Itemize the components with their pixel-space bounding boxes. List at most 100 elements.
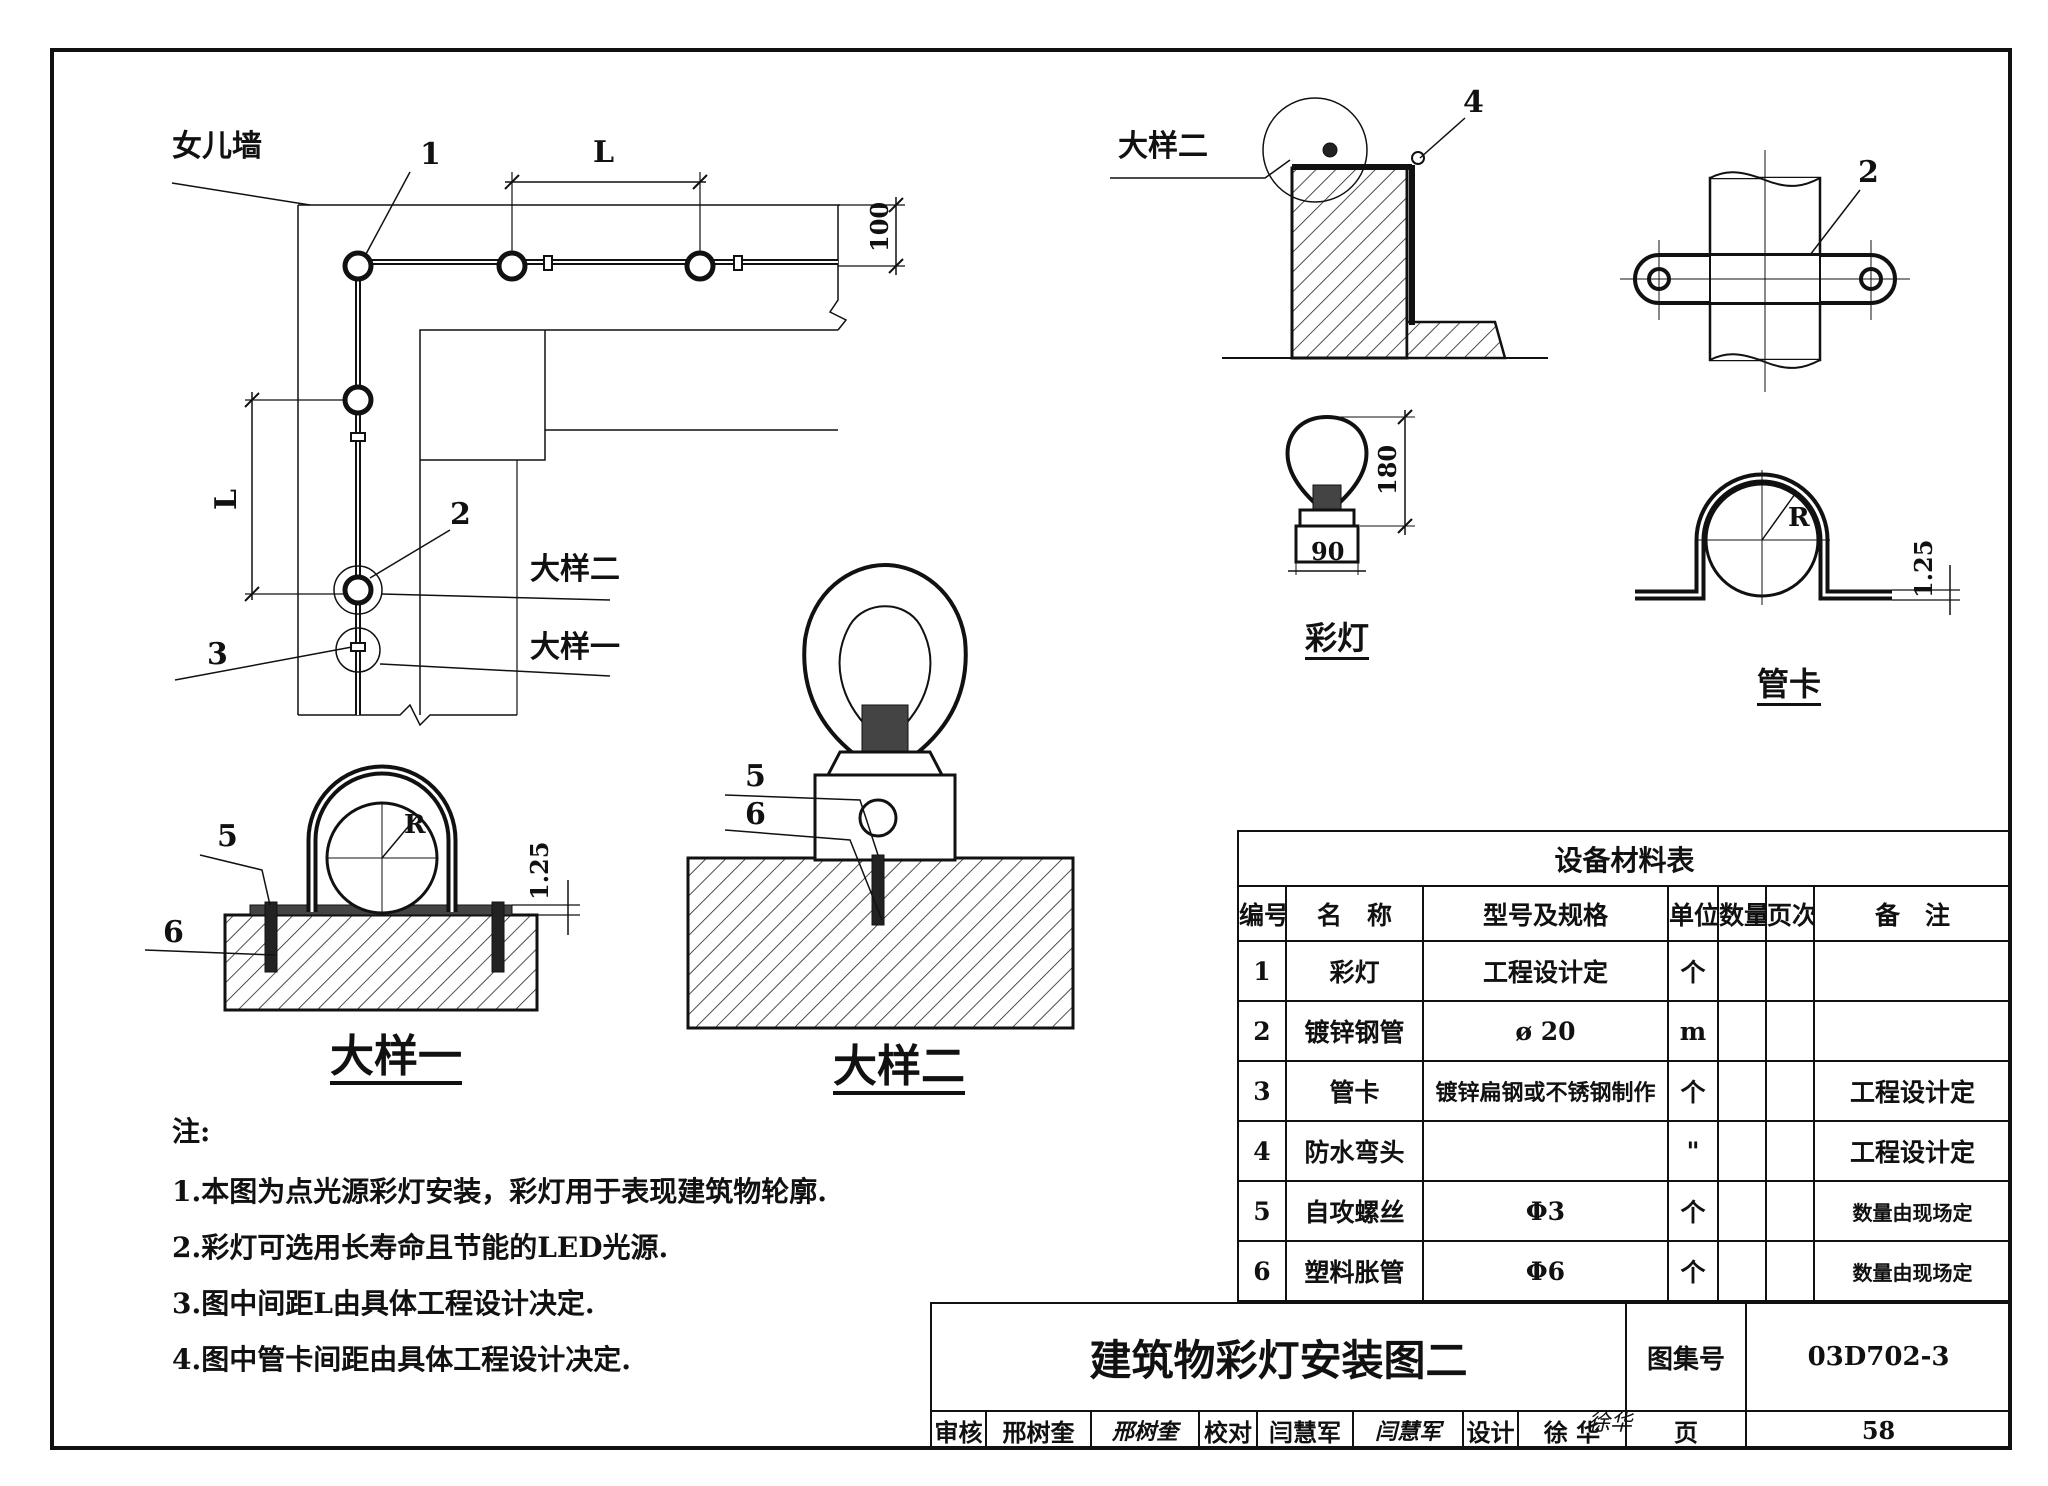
table-row: 4 防水弯头 " 工程设计定 bbox=[1237, 1120, 2013, 1182]
parapet-label: 女儿墙 bbox=[172, 129, 262, 164]
table-row: 2 镀锌钢管 ø 20 m bbox=[1237, 1000, 2013, 1062]
clamp-title: 管卡 bbox=[1757, 665, 1822, 703]
notes-heading: 注: bbox=[172, 1115, 211, 1148]
table-cell bbox=[1717, 1240, 1767, 1302]
detail-two-ref: 大样二 bbox=[530, 552, 620, 587]
note-item: 2.彩灯可选用长寿命且节能的LED光源. bbox=[172, 1231, 669, 1264]
detail-two-marker-5: 5 bbox=[745, 759, 766, 794]
table-cell: m bbox=[1667, 1000, 1719, 1062]
detail-one-ref: 大样一 bbox=[530, 630, 620, 665]
detail-one-marker-6: 6 bbox=[163, 915, 184, 950]
table-cell: ø 20 bbox=[1422, 1000, 1669, 1062]
marker-3: 3 bbox=[207, 637, 228, 672]
table-cell bbox=[1717, 940, 1767, 1002]
design-label: 设计 bbox=[1462, 1410, 1519, 1450]
table-cell bbox=[1717, 1180, 1767, 1242]
table-cell bbox=[1765, 1240, 1815, 1302]
detail-one-figure bbox=[144, 764, 580, 1012]
table-cell: 自攻螺丝 bbox=[1285, 1180, 1424, 1242]
atlas-label: 图集号 bbox=[1625, 1302, 1748, 1412]
detail-one-title: 大样一 bbox=[330, 1031, 462, 1082]
table-cell bbox=[1765, 1060, 1815, 1122]
table-cell: 数量由现场定 bbox=[1812, 1240, 2013, 1302]
note-item: 1.本图为点光源彩灯安装，彩灯用于表现建筑物轮廓. bbox=[172, 1175, 827, 1208]
spacing-l-side: L bbox=[209, 488, 244, 510]
table-cell: 镀锌钢管 bbox=[1285, 1000, 1424, 1062]
table-cell: Φ6 bbox=[1422, 1240, 1669, 1302]
table-row: 6 塑料胀管 Φ6 个 数量由现场定 bbox=[1237, 1240, 2013, 1302]
clamp-thickness: 1.25 bbox=[1909, 539, 1938, 598]
table-cell: 2 bbox=[1237, 1000, 1287, 1062]
header-cell: 名 称 bbox=[1285, 885, 1424, 942]
table-cell: 管卡 bbox=[1285, 1060, 1424, 1122]
lamp-figure bbox=[1285, 409, 1415, 575]
table-cell: 镀锌扁钢或不锈钢制作 bbox=[1422, 1060, 1669, 1122]
checker-name: 闫慧军 bbox=[1256, 1410, 1354, 1450]
detail-one-thickness: 1.25 bbox=[525, 841, 554, 900]
table-cell bbox=[1812, 940, 2013, 1002]
section-detail-two-ref: 大样二 bbox=[1118, 129, 1208, 164]
marker-2: 2 bbox=[450, 497, 471, 532]
table-cell: 3 bbox=[1237, 1060, 1287, 1122]
table-cell: 5 bbox=[1237, 1180, 1287, 1242]
designer-signature: 徐华 bbox=[1588, 1411, 1633, 1436]
detail-two-marker-6: 6 bbox=[745, 797, 766, 832]
reviewer-signature: 邢树奎 bbox=[1090, 1410, 1200, 1450]
table-cell bbox=[1765, 1180, 1815, 1242]
plan-view bbox=[171, 171, 905, 727]
drawing-title: 建筑物彩灯安装图二 bbox=[929, 1302, 1628, 1412]
note-item: 4.图中管卡间距由具体工程设计决定. bbox=[172, 1343, 631, 1376]
reviewer-name: 邢树奎 bbox=[985, 1410, 1092, 1450]
lamp-width: 90 bbox=[1311, 537, 1345, 566]
table-cell bbox=[1717, 1060, 1767, 1122]
note-item: 3.图中间距L由具体工程设计决定. bbox=[172, 1287, 595, 1320]
table-cell bbox=[1765, 1120, 1815, 1182]
page-number: 58 bbox=[1745, 1410, 2013, 1450]
table-cell: 1 bbox=[1237, 940, 1287, 1002]
table-cell: 塑料胀管 bbox=[1285, 1240, 1424, 1302]
table-cell: 防水弯头 bbox=[1285, 1120, 1424, 1182]
detail-one-radius: R bbox=[404, 810, 426, 840]
table-cell: Φ3 bbox=[1422, 1180, 1669, 1242]
clamp-marker-2: 2 bbox=[1858, 155, 1879, 190]
table-cell: 6 bbox=[1237, 1240, 1287, 1302]
table-cell bbox=[1422, 1120, 1669, 1182]
table-cell: 个 bbox=[1667, 940, 1719, 1002]
table-cell bbox=[1812, 1000, 2013, 1062]
table-cell: 工程设计定 bbox=[1812, 1120, 2013, 1182]
spacing-l-top: L bbox=[593, 135, 615, 170]
header-cell: 页次 bbox=[1765, 885, 1815, 942]
table-cell: 个 bbox=[1667, 1060, 1719, 1122]
detail-one-marker-5: 5 bbox=[217, 819, 238, 854]
table-row: 5 自攻螺丝 Φ3 个 数量由现场定 bbox=[1237, 1180, 2013, 1242]
marker-1: 1 bbox=[420, 137, 441, 172]
materials-table: 设备材料表 编号 名 称 型号及规格 单位 数量 页次 备 注 1 彩灯 工程设… bbox=[1236, 830, 2013, 1302]
designer-name: 徐 华 bbox=[1516, 1410, 1628, 1450]
table-cell bbox=[1717, 1000, 1767, 1062]
table-cell bbox=[1765, 1000, 1815, 1062]
header-cell: 数量 bbox=[1717, 885, 1767, 942]
header-cell: 单位 bbox=[1667, 885, 1719, 942]
table-cell: 个 bbox=[1667, 1180, 1719, 1242]
header-cell: 编号 bbox=[1237, 885, 1287, 942]
clamp-radius: R bbox=[1788, 503, 1810, 533]
table-row: 3 管卡 镀锌扁钢或不锈钢制作 个 工程设计定 bbox=[1237, 1060, 2013, 1122]
review-label: 审核 bbox=[930, 1410, 987, 1450]
clamp-figure bbox=[1620, 150, 1960, 615]
table-cell: 4 bbox=[1237, 1120, 1287, 1182]
table-cell: " bbox=[1667, 1120, 1719, 1182]
section-view bbox=[1110, 97, 1548, 360]
table-cell: 工程设计定 bbox=[1422, 940, 1669, 1002]
table-cell: 数量由现场定 bbox=[1812, 1180, 2013, 1242]
checker-signature: 闫慧军 bbox=[1352, 1410, 1464, 1450]
header-cell: 备 注 bbox=[1812, 885, 2013, 942]
lamp-title: 彩灯 bbox=[1305, 619, 1370, 657]
header-cell: 型号及规格 bbox=[1422, 885, 1669, 942]
detail-two-figure bbox=[686, 562, 1075, 1030]
table-cell bbox=[1717, 1120, 1767, 1182]
check-label: 校对 bbox=[1198, 1410, 1258, 1450]
dim-100: 100 bbox=[865, 201, 894, 252]
section-marker-4: 4 bbox=[1463, 85, 1484, 120]
lamp-height: 180 bbox=[1373, 444, 1402, 495]
